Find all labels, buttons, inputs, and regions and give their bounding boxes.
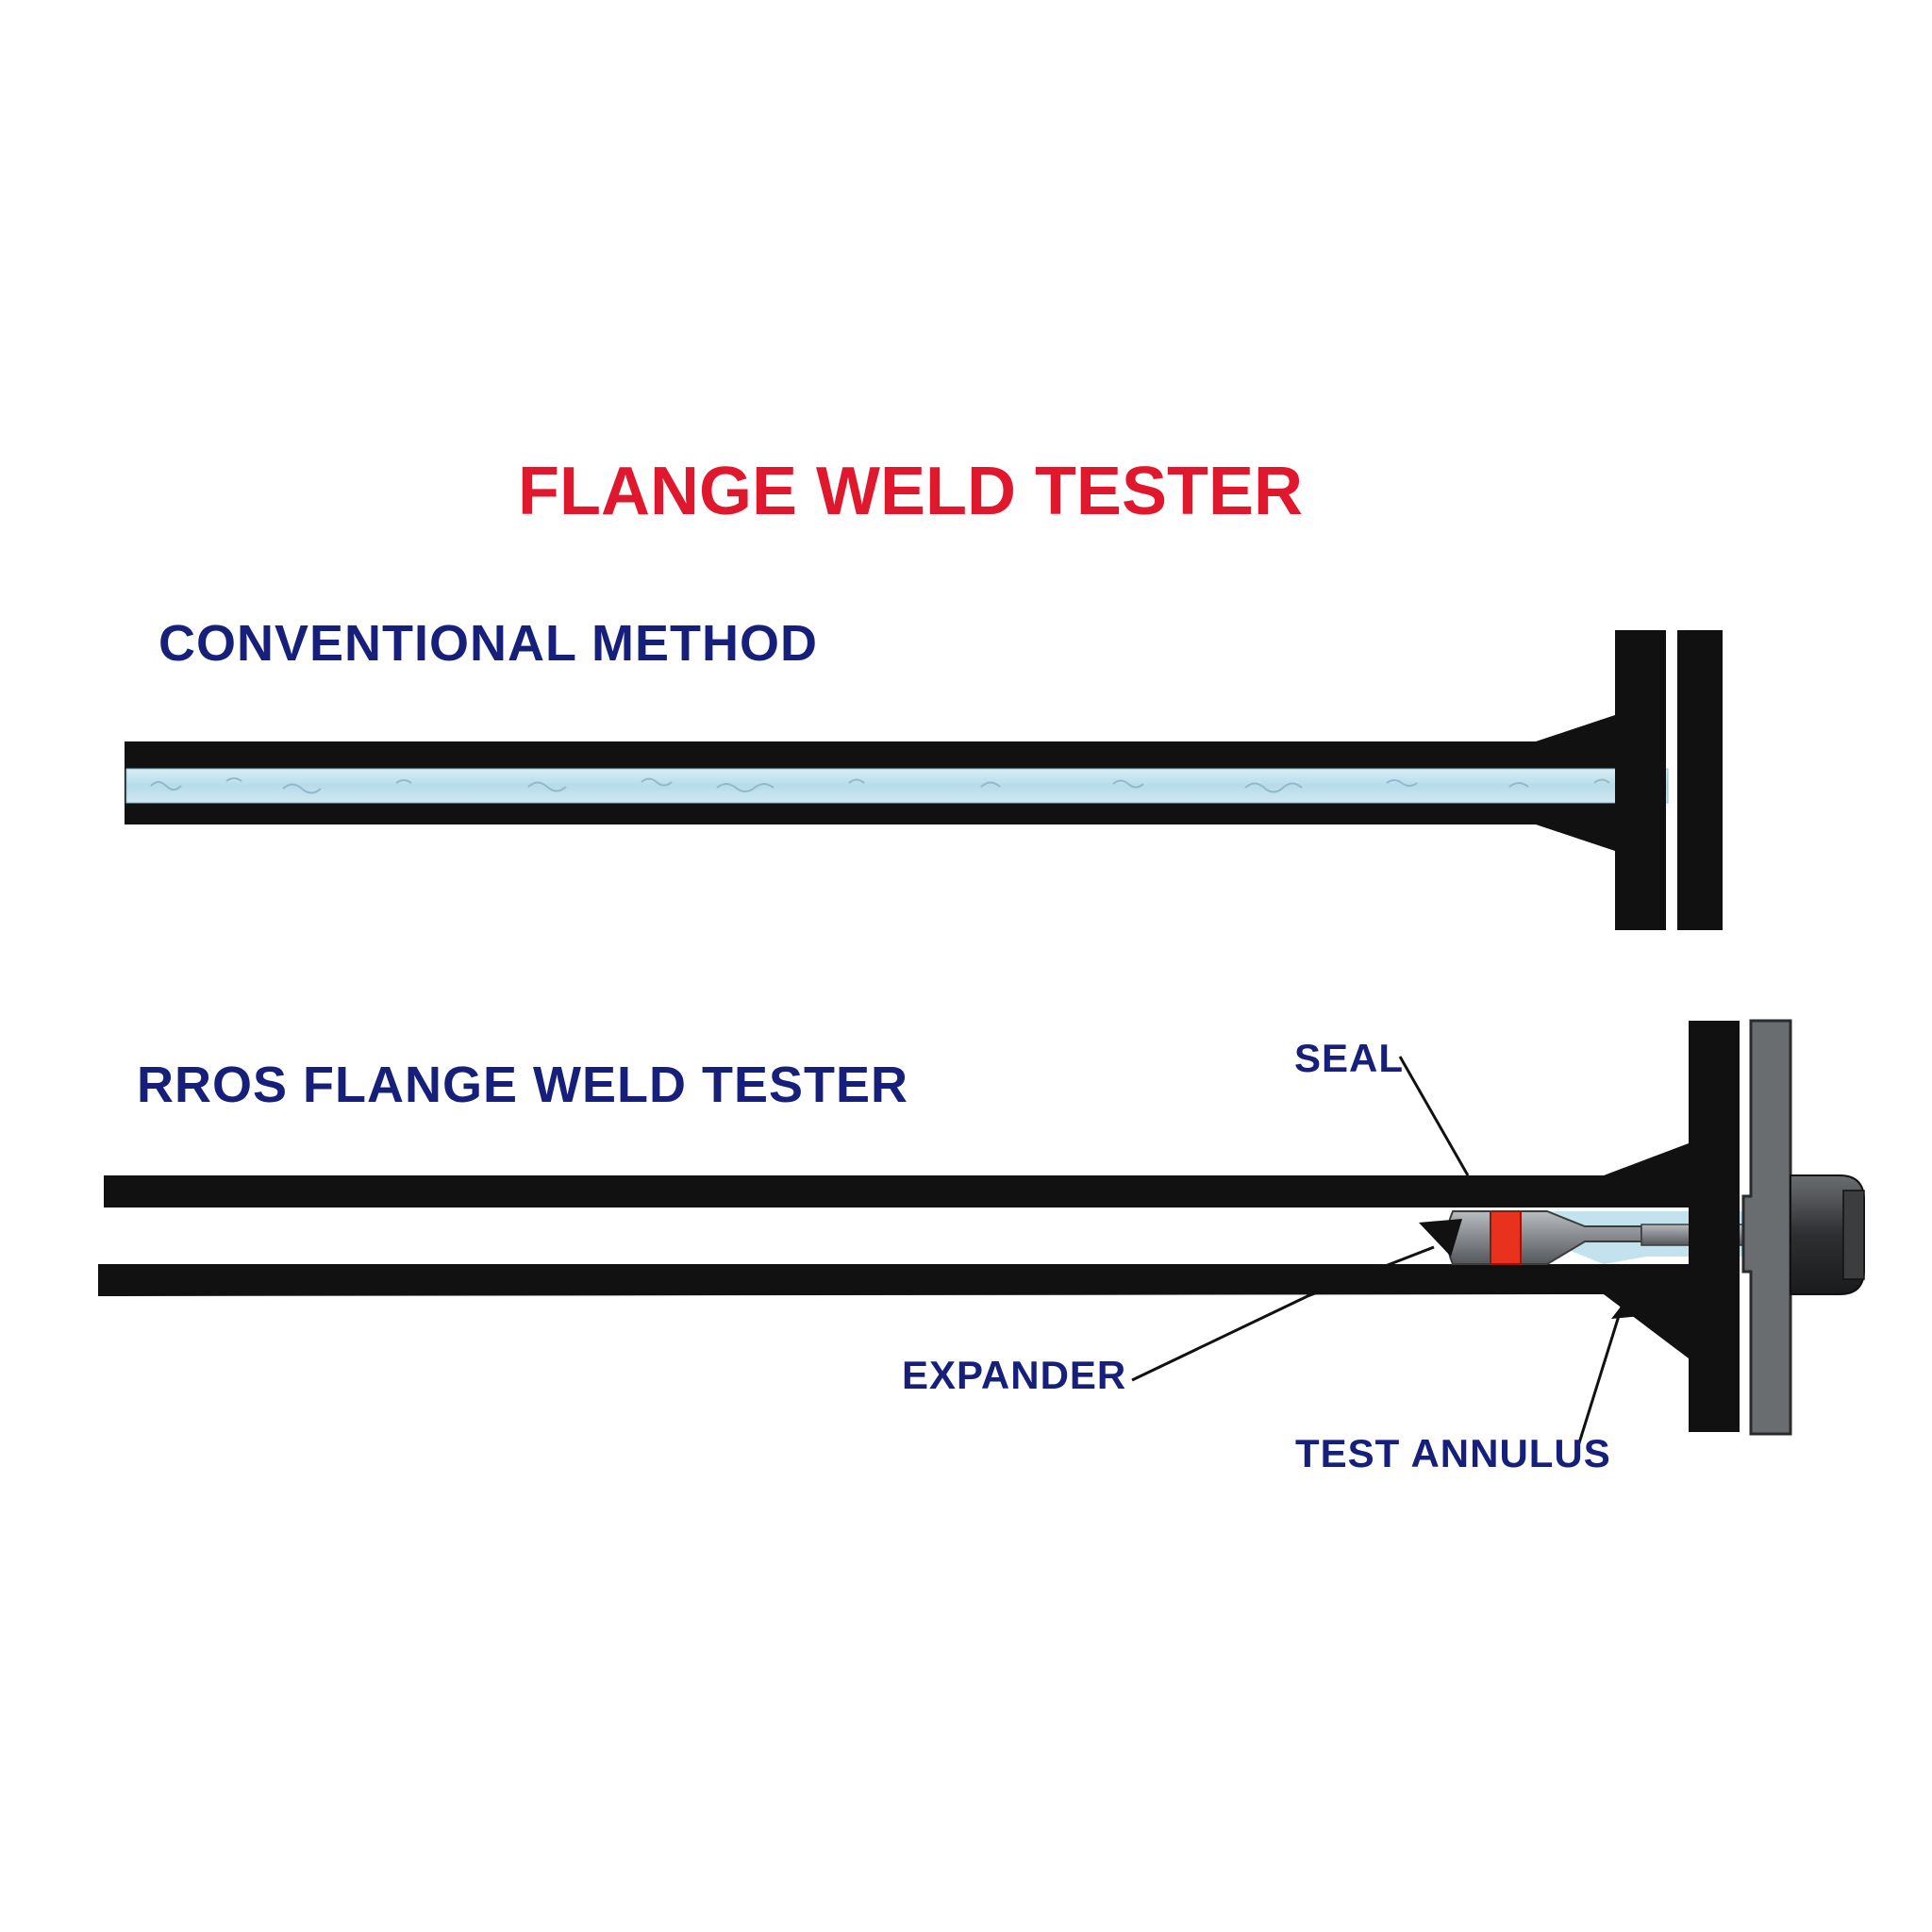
conventional-mating-flange [1677, 630, 1723, 930]
tester-nut-cap [1842, 1190, 1865, 1280]
test-annulus-callout-label: TEST ANNULUS [1295, 1431, 1611, 1475]
conventional-flange [1615, 630, 1666, 930]
rros-pipe-bore [106, 1208, 1690, 1264]
conventional-method-section: CONVENTIONAL METHOD [125, 615, 1723, 930]
diagram-title: FLANGE WELD TESTER [518, 454, 1303, 529]
callout-leaders [1131, 1056, 1624, 1450]
seal-ring [1490, 1210, 1522, 1265]
rros-pipe-bottom-wall [98, 1264, 1689, 1358]
rros-pipe-top-wall [104, 1143, 1689, 1208]
rros-tester-section: RROS FLANGE WELD TESTER SEAL EX [98, 1019, 1865, 1475]
water-ripples [150, 777, 1610, 794]
expander-callout-label: EXPANDER [902, 1353, 1126, 1397]
conventional-method-label: CONVENTIONAL METHOD [158, 615, 818, 672]
expander-leader-line [1131, 1245, 1435, 1382]
conventional-pipe-water [125, 768, 1669, 804]
rros-flange [1689, 1021, 1740, 1432]
rros-tester-label: RROS FLANGE WELD TESTER [137, 1057, 908, 1113]
tester-blind-flange [1741, 1019, 1792, 1436]
expander-arrowhead-icon [1419, 1219, 1462, 1257]
test-annulus-leader-line [1575, 1303, 1624, 1450]
test-annulus-arrowhead-icon [1611, 1298, 1641, 1319]
seal-callout-label: SEAL [1294, 1036, 1404, 1080]
seal-leader-line [1398, 1056, 1470, 1176]
